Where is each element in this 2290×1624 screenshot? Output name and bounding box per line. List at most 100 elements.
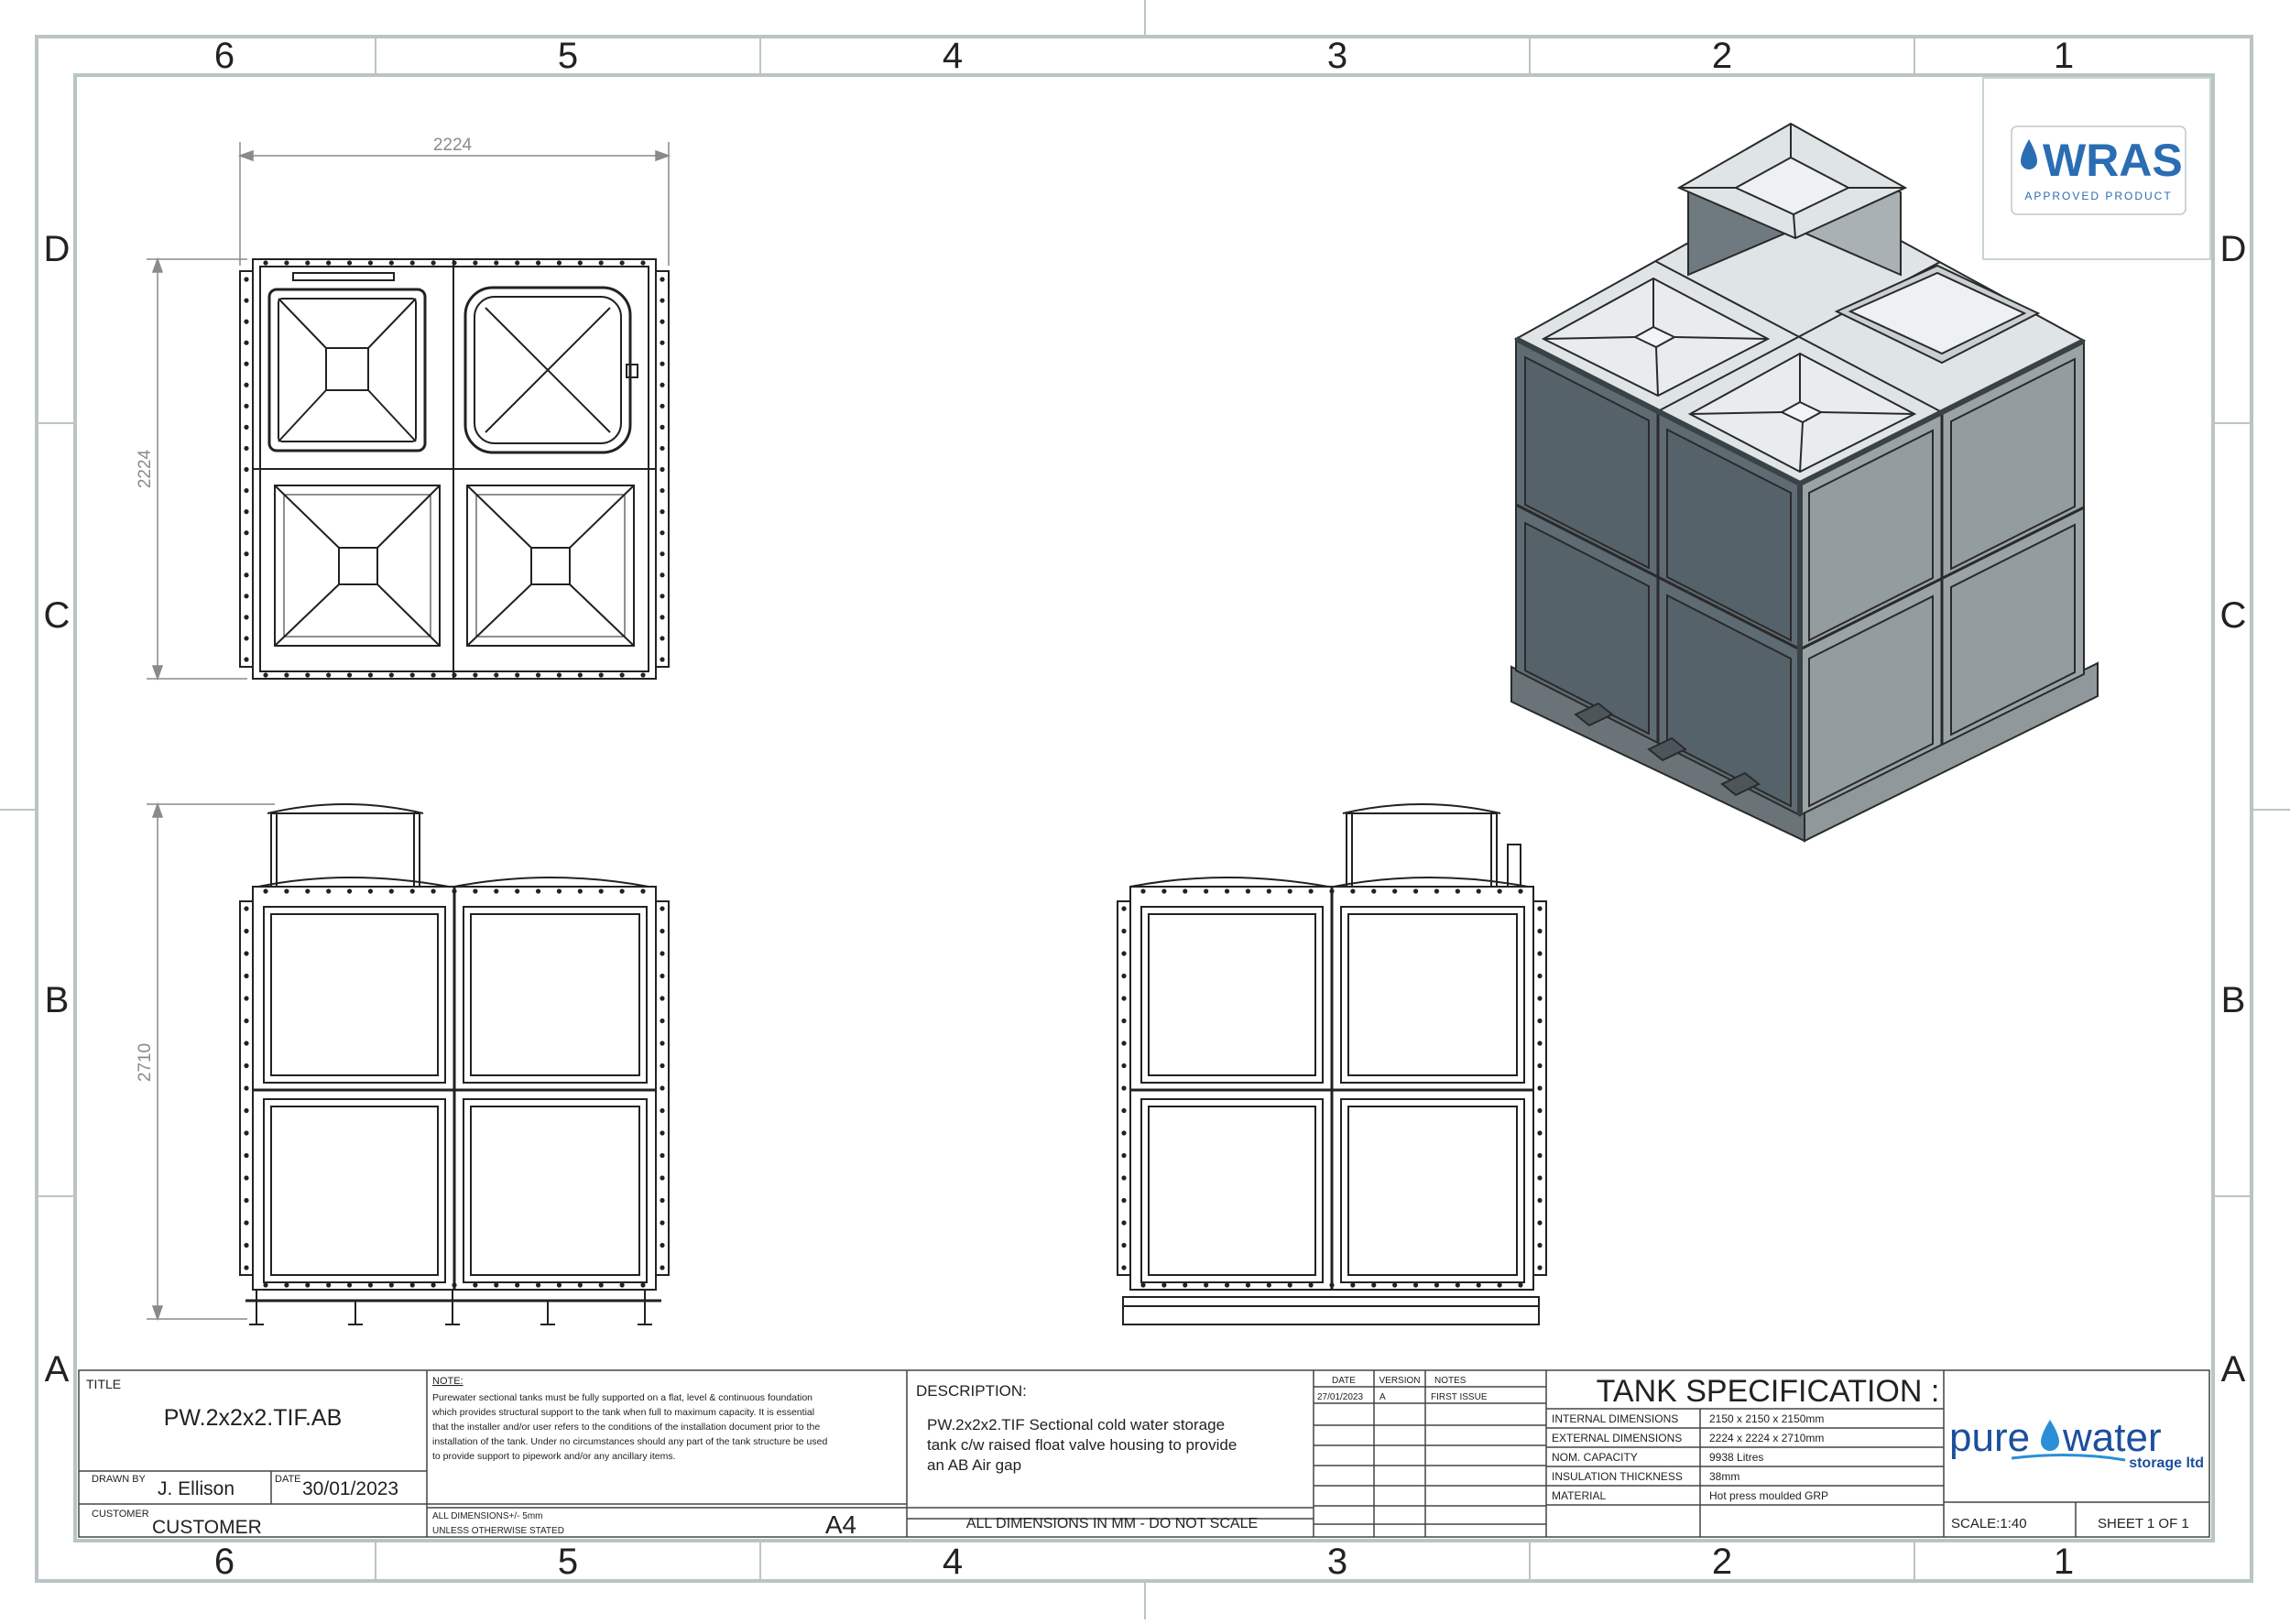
- dim-plan-depth: 2224: [136, 449, 155, 488]
- bolt: [660, 466, 665, 473]
- bolt: [660, 445, 665, 452]
- bolt: [284, 888, 289, 894]
- bolt: [244, 1175, 249, 1181]
- bolt: [1266, 888, 1271, 894]
- rev-header-date: DATE: [1332, 1376, 1356, 1386]
- bolt: [244, 657, 249, 662]
- bolt: [326, 260, 332, 266]
- bolt: [1537, 1041, 1543, 1046]
- bolt: [367, 888, 374, 894]
- bolt: [346, 260, 353, 266]
- purewater-logo: pure water storage ltd: [1949, 1415, 2204, 1471]
- bolt: [388, 1282, 394, 1288]
- bolt: [1121, 928, 1127, 934]
- front-elevation-bolts: [244, 888, 665, 1288]
- bolt: [1537, 1197, 1543, 1204]
- description-line-3: an AB Air gap: [927, 1456, 1021, 1474]
- dim-plan-width: 2224: [433, 136, 473, 155]
- bolt: [244, 509, 249, 515]
- bolt: [660, 1041, 665, 1046]
- bolt: [244, 530, 249, 536]
- bolt: [660, 1018, 665, 1024]
- bolt: [1537, 1175, 1543, 1181]
- drawn-by-label: DRAWN BY: [92, 1474, 147, 1485]
- bolt: [535, 260, 541, 266]
- bolt: [1392, 1282, 1398, 1288]
- bolt: [263, 888, 268, 894]
- title-label: TITLE: [86, 1377, 121, 1391]
- bolt: [452, 260, 457, 266]
- bolt: [1412, 888, 1419, 894]
- bolt: [431, 672, 436, 678]
- bolt: [244, 928, 249, 934]
- bolt: [1350, 1282, 1356, 1288]
- bolt: [346, 1282, 353, 1288]
- bolt: [431, 1282, 436, 1288]
- bolt: [409, 1282, 415, 1288]
- bolt: [535, 888, 541, 894]
- bolt: [367, 260, 374, 266]
- bolt: [556, 1282, 562, 1288]
- water-drop-icon: [2021, 139, 2037, 169]
- bolt: [1245, 888, 1251, 894]
- bolt: [473, 260, 478, 266]
- zone-col-5: 5: [558, 36, 578, 76]
- bolt: [1204, 1282, 1209, 1288]
- zone-row-D: D: [44, 229, 71, 269]
- bolt: [1497, 888, 1502, 894]
- bolt: [305, 1282, 311, 1288]
- bolt: [244, 996, 249, 1001]
- bolt: [1308, 888, 1314, 894]
- bolt: [660, 509, 665, 515]
- bolt: [452, 888, 457, 894]
- bolt: [660, 1242, 665, 1248]
- zone-col-3-bottom: 3: [1327, 1542, 1347, 1582]
- bolt: [452, 1282, 457, 1288]
- bolt: [660, 277, 665, 282]
- bolt: [244, 424, 249, 430]
- date-label: DATE: [275, 1474, 301, 1485]
- bolt: [409, 260, 415, 266]
- zone-row-B-right: B: [2221, 980, 2246, 1020]
- bolt: [556, 260, 562, 266]
- bolt: [388, 260, 394, 266]
- bolt: [473, 1282, 478, 1288]
- bolt: [515, 1282, 520, 1288]
- description-label: DESCRIPTION:: [916, 1382, 1027, 1400]
- spec-value-capacity: 9938 Litres: [1709, 1451, 1763, 1464]
- bolt: [619, 260, 625, 266]
- bolt: [244, 445, 249, 452]
- bolt: [660, 1265, 665, 1270]
- bolt: [660, 1197, 665, 1204]
- bolt: [660, 298, 665, 303]
- bolt: [431, 888, 436, 894]
- tolerance-line-1: ALL DIMENSIONS+/- 5mm: [432, 1511, 543, 1521]
- bolt: [244, 487, 249, 494]
- zone-col-2: 2: [1712, 36, 1732, 76]
- bolt: [244, 298, 249, 303]
- bolt: [473, 888, 478, 894]
- spec-label-insulation: INSULATION THICKNESS: [1552, 1470, 1683, 1483]
- bolt: [660, 615, 665, 620]
- front-elevation: [239, 803, 670, 1325]
- bolt: [244, 551, 249, 557]
- zone-col-1: 1: [2054, 36, 2074, 76]
- description-line-1: PW.2x2x2.TIF Sectional cold water storag…: [927, 1416, 1225, 1433]
- bolt: [535, 1282, 541, 1288]
- note-line-1: Purewater sectional tanks must be fully …: [432, 1392, 812, 1403]
- rev-notes: FIRST ISSUE: [1431, 1392, 1488, 1402]
- bolt: [660, 1085, 665, 1091]
- bolt: [1121, 1152, 1127, 1159]
- bolt: [1371, 1282, 1377, 1288]
- plan-dimensions: [147, 142, 671, 681]
- bolt: [244, 1107, 249, 1114]
- bolt: [1371, 888, 1377, 894]
- brand-pure: pure: [1949, 1415, 2030, 1460]
- bolt: [1518, 1282, 1523, 1288]
- bolt: [244, 594, 249, 599]
- zone-row-A-right: A: [2221, 1349, 2246, 1390]
- zone-col-3: 3: [1327, 36, 1347, 76]
- bolt: [305, 260, 311, 266]
- bolt: [515, 260, 520, 266]
- bolt: [577, 1282, 583, 1288]
